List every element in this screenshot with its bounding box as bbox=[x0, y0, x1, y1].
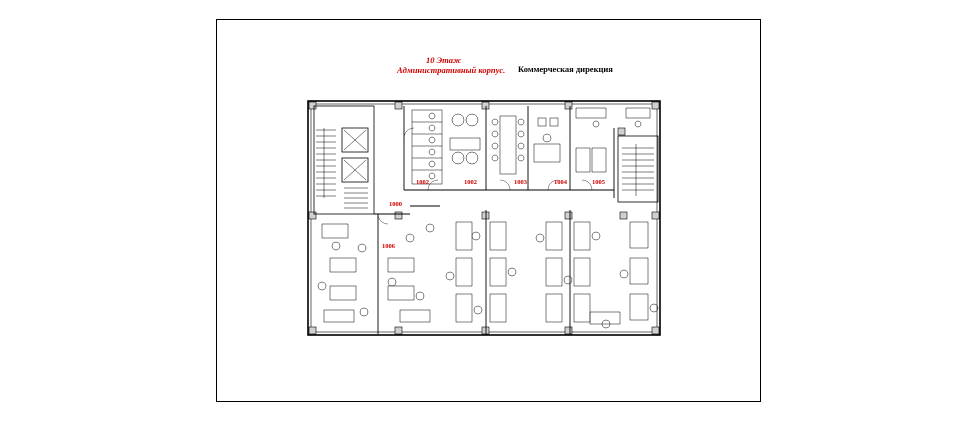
conference-table-1003 bbox=[491, 115, 525, 175]
open-office-workstations bbox=[317, 221, 659, 329]
elevator-shafts bbox=[341, 127, 369, 183]
room-number-1000: 1000 bbox=[389, 201, 402, 208]
lift-lobby-stair bbox=[344, 187, 368, 209]
floor-title: 10 Этаж bbox=[426, 55, 462, 65]
floor-plan: 1002 1002 1003 1004 1005 1006 1000 bbox=[307, 100, 661, 336]
room-numbers: 1002 1002 1003 1004 1005 1006 1000 bbox=[382, 179, 606, 250]
left-core-stair-elevators bbox=[313, 105, 375, 215]
room-number-1005: 1005 bbox=[592, 179, 606, 186]
department-title: Коммерческая дирекция bbox=[518, 64, 613, 74]
structural-columns bbox=[308, 101, 660, 335]
drawing-sheet-frame bbox=[216, 19, 761, 402]
office-1005-furniture bbox=[575, 107, 651, 173]
office-partitions bbox=[374, 106, 615, 334]
room-number-1004: 1004 bbox=[554, 179, 568, 186]
restroom-stalls bbox=[411, 109, 443, 185]
left-stair bbox=[316, 128, 336, 198]
meeting-room-1002-furniture bbox=[449, 113, 481, 165]
room-number-1002a: 1002 bbox=[416, 179, 429, 186]
room-number-1002b: 1002 bbox=[464, 179, 477, 186]
doors bbox=[377, 127, 593, 225]
right-stair-core bbox=[617, 135, 659, 203]
building-title: Административный корпус. bbox=[397, 65, 506, 75]
room-number-1003: 1003 bbox=[514, 179, 528, 186]
room-number-1006: 1006 bbox=[382, 243, 396, 250]
executive-office-1004-furniture bbox=[533, 117, 561, 163]
